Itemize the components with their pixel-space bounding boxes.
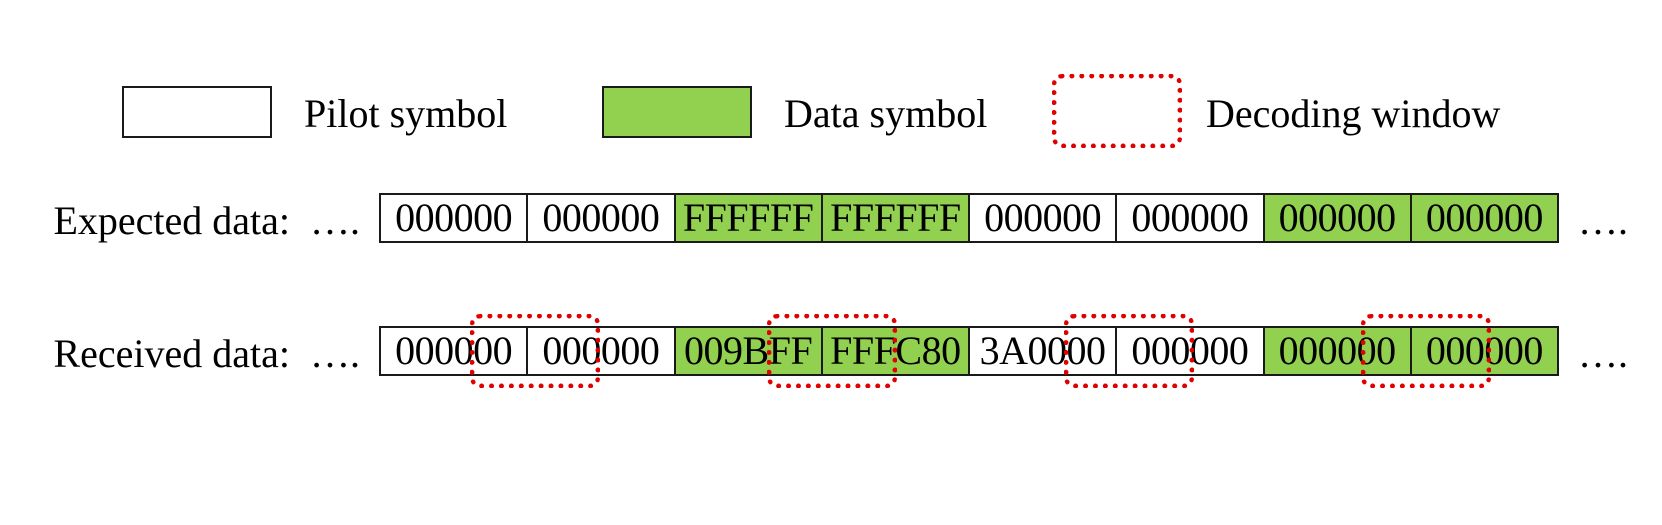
expected-cell-6: 000000 — [1115, 195, 1263, 241]
received-cell-3: 009BFF — [673, 328, 821, 374]
legend-pilot-label: Pilot symbol — [304, 91, 508, 136]
expected-cell-3: FFFFFF — [673, 195, 821, 241]
received-cell-5: 3A0000 — [968, 328, 1116, 374]
received-cell-2: 000000 — [526, 328, 674, 374]
expected-cell-2: 000000 — [526, 195, 674, 241]
expected-tail-ellipsis: …. — [1578, 198, 1628, 243]
expected-cell-8: 000000 — [1409, 195, 1557, 241]
expected-cell-1: 000000 — [381, 195, 527, 241]
legend-window-swatch — [1052, 74, 1182, 148]
legend-data-label: Data symbol — [784, 91, 988, 136]
received-cell-4: FFFC80 — [820, 328, 968, 374]
expected-lead-ellipsis: …. — [310, 198, 360, 243]
received-lead-ellipsis: …. — [310, 331, 360, 376]
expected-row-label: Expected data: — [53, 198, 290, 243]
legend-window-label: Decoding window — [1206, 91, 1501, 136]
received-row-label: Received data: — [53, 331, 290, 376]
legend-data-swatch — [602, 86, 752, 138]
received-cell-6: 000000 — [1115, 328, 1263, 374]
received-cell-7: 000000 — [1262, 328, 1410, 374]
expected-cell-7: 000000 — [1262, 195, 1410, 241]
received-cell-8: 000000 — [1409, 328, 1557, 374]
received-cell-1: 000000 — [381, 328, 527, 374]
legend-pilot-swatch — [122, 86, 272, 138]
expected-cell-5: 000000 — [968, 195, 1116, 241]
expected-cell-4: FFFFFF — [820, 195, 968, 241]
received-tail-ellipsis: …. — [1578, 331, 1628, 376]
